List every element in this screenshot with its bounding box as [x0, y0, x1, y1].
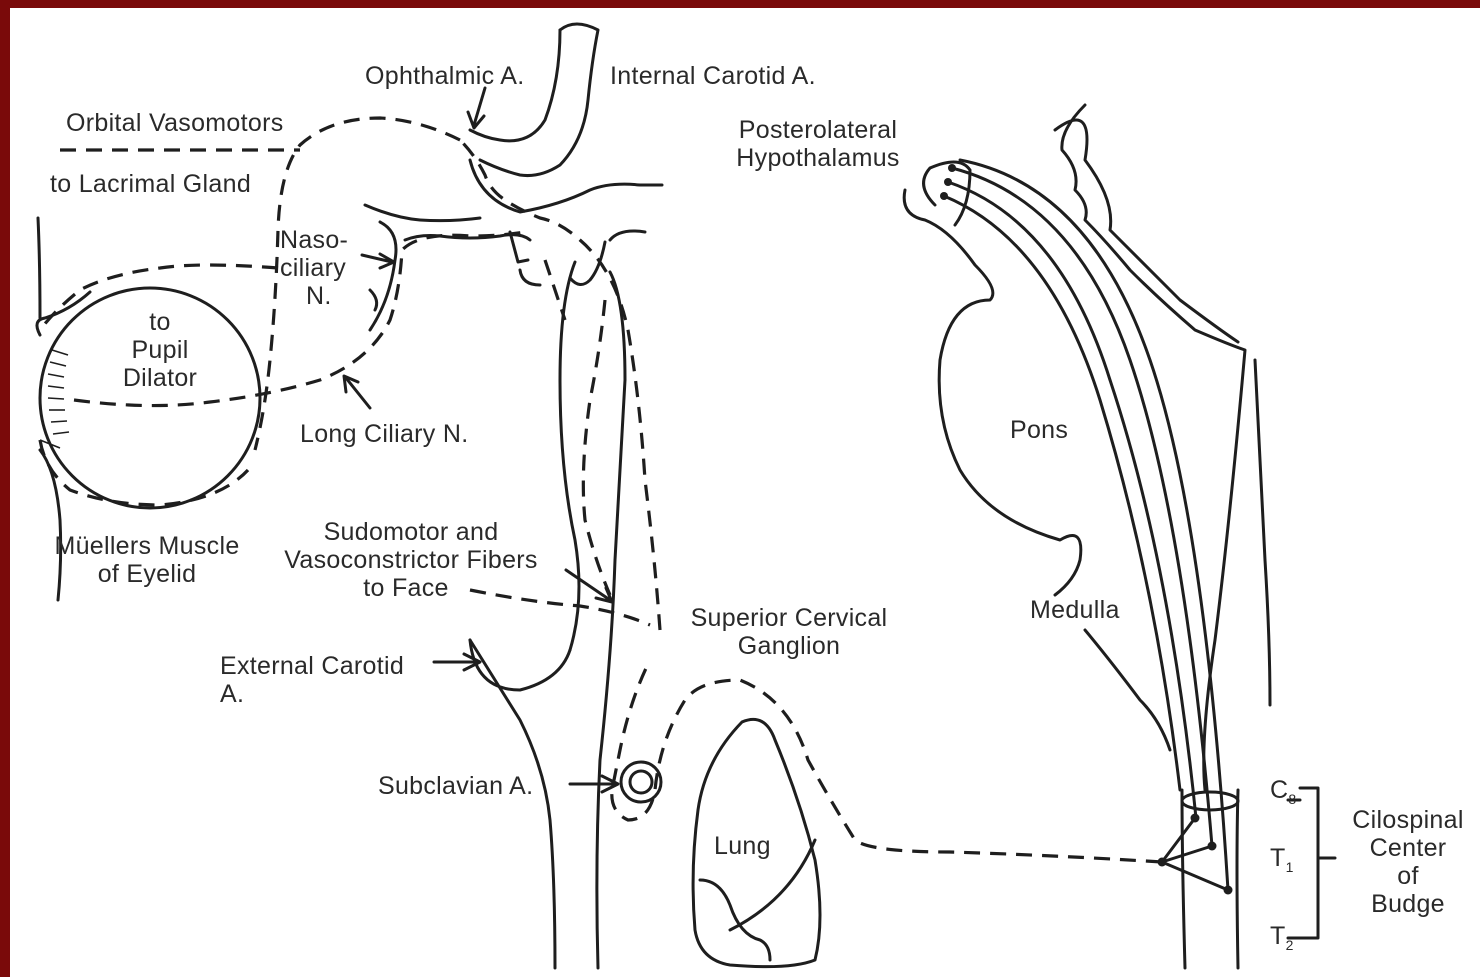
nasociliary-line-2: ciliary [280, 254, 348, 282]
subclavian-inner [630, 771, 652, 793]
ciliospinal-line-3: of [1340, 862, 1476, 890]
external-carotid-label: External Carotid A. [220, 652, 404, 708]
synapse-3 [1224, 886, 1233, 895]
internal-carotid-label: Internal Carotid A. [610, 62, 816, 90]
nasociliary-line-1: Naso- [280, 226, 348, 254]
brainstem [904, 105, 1270, 968]
nasociliary-label: Naso- ciliary N. [280, 226, 348, 310]
hypothalamus-line-2: Hypothalamus [718, 144, 918, 172]
descending-tracts [940, 160, 1233, 895]
posterior-contour [1255, 360, 1270, 705]
pons-label: Pons [1010, 416, 1068, 444]
lacrimal-gland-label: to Lacrimal Gland [50, 170, 251, 198]
ophthalmic-arrow [468, 88, 485, 128]
tract-origin-1 [948, 164, 956, 172]
c8-subscript: 8 [1288, 791, 1296, 807]
ec-line-2: A. [220, 680, 404, 708]
ec-line-1: External Carotid [220, 652, 404, 680]
ica-siphon [610, 231, 645, 240]
c8-segment-label: C8 [1270, 776, 1296, 813]
tract-origin-2 [944, 178, 952, 186]
ophthalmic-fiber [545, 260, 565, 320]
tract-4 [960, 160, 1228, 890]
t2-letter: T [1270, 922, 1286, 950]
superior-cervical-ganglion-label: Superior Cervical Ganglion [674, 604, 904, 660]
muellers-line-2: of Eyelid [40, 560, 254, 588]
internal-carotid-artery [470, 24, 662, 968]
ica-outer [480, 24, 598, 176]
orbital-vasomotors-label: Orbital Vasomotors [66, 109, 284, 137]
nasociliary-line-3: N. [280, 282, 348, 310]
medulla-label: Medulla [1030, 596, 1120, 624]
t2-subscript: 2 [1286, 937, 1294, 953]
pupil-line-2: Pupil [98, 336, 222, 364]
ciliospinal-center-label: Cilospinal Center of Budge [1340, 806, 1476, 918]
nasociliary-arrow [362, 254, 394, 268]
sudomotor-label: Sudomotor and Vasoconstrictor Fibers to … [266, 518, 556, 602]
long-ciliary-arrow [344, 376, 370, 408]
scg-line-2: Ganglion [674, 632, 904, 660]
hypothalamus-line-1: Posterolateral [718, 116, 918, 144]
nasociliary-upper [365, 205, 480, 221]
common-carotid-left [560, 262, 579, 650]
synapse-2 [1208, 842, 1217, 851]
sudomotor-line-3: to Face [256, 574, 556, 602]
upper-lid-edge [38, 218, 40, 318]
sudomotor-line-1: Sudomotor and [266, 518, 556, 546]
hypothalamus-label: Posterolateral Hypothalamus [718, 116, 918, 172]
ciliospinal-connections [1162, 818, 1228, 890]
muellers-line-1: Müellers Muscle [40, 532, 254, 560]
medulla-anterior [1085, 630, 1170, 750]
ciliospinal-line-1: Cilospinal [1340, 806, 1476, 834]
subclavian-artery-label: Subclavian A. [378, 772, 533, 800]
t1-segment-label: T1 [1270, 844, 1294, 881]
cord-left [1182, 790, 1185, 968]
t1-letter: T [1270, 844, 1286, 872]
long-ciliary-label: Long Ciliary N. [300, 420, 468, 448]
lung-fissure-1 [700, 880, 770, 960]
muellers-muscle-label: Müellers Muscle of Eyelid [40, 532, 254, 588]
ophthalmic-artery-label: Ophthalmic A. [365, 62, 525, 90]
brainstem-posterior [1062, 105, 1245, 790]
lower-lid-fiber [40, 440, 248, 505]
scg-line-1: Superior Cervical [674, 604, 904, 632]
pupil-line-1: to [98, 308, 222, 336]
ciliary-branch [370, 290, 377, 310]
common-carotid-right [597, 272, 625, 968]
diagram-panel: Ophthalmic A. Internal Carotid A. Orbita… [10, 8, 1480, 977]
ciliospinal-line-2: Center [1340, 834, 1476, 862]
ciliospinal-line-4: Budge [1340, 890, 1476, 918]
synapse-1 [1191, 814, 1200, 823]
lung-label: Lung [714, 832, 771, 860]
tract-origin-3 [940, 192, 948, 200]
t2-segment-label: T2 [1270, 922, 1294, 959]
postganglionic-ica-inner [583, 300, 610, 595]
pons-outline [904, 190, 1081, 595]
pupil-dilator-label: to Pupil Dilator [98, 308, 222, 392]
c8-letter: C [1270, 776, 1288, 804]
sudomotor-line-2: Vasoconstrictor Fibers [266, 546, 556, 574]
subclavian-arrow [570, 776, 618, 792]
pupil-line-3: Dilator [98, 364, 222, 392]
cord-right [1237, 790, 1238, 968]
t1-subscript: 1 [1286, 859, 1294, 875]
ophthalmic-stub-2 [520, 270, 540, 285]
bracket [1300, 788, 1318, 938]
